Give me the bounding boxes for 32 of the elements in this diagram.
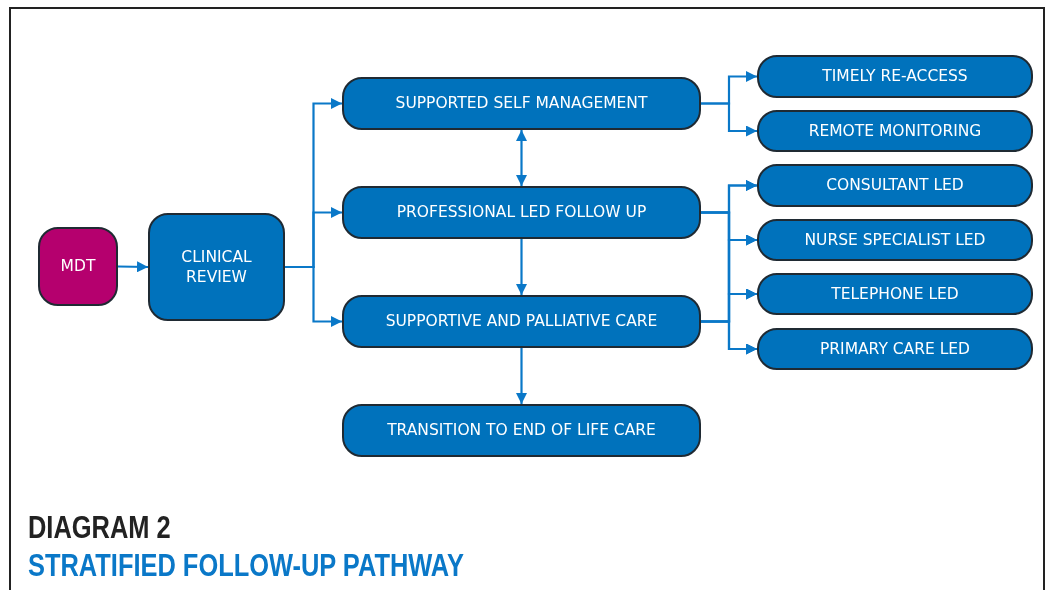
box-label: TRANSITION TO END OF LIFE CARE <box>386 420 657 441</box>
box-label: MDT <box>59 256 97 277</box>
box-label: NURSE SPECIALIST LED <box>803 229 987 251</box>
process-box <box>757 219 1033 261</box>
diagram-title: DIAGRAM 2 <box>28 512 171 543</box>
box-label: TIMELY RE-ACCESS <box>821 66 969 87</box>
process-box <box>757 55 1033 98</box>
box-label: REMOTE MONITORING <box>807 120 983 142</box>
process-box <box>38 227 118 306</box>
box-label: CLINICAL REVIEW <box>180 246 253 288</box>
process-box <box>342 186 701 239</box>
process-box <box>342 295 701 348</box>
box-label: SUPPORTIVE AND PALLIATIVE CARE <box>384 311 659 332</box>
arrow <box>701 320 757 355</box>
process-box <box>148 213 285 321</box>
arrow <box>701 102 757 137</box>
arrow <box>117 261 149 273</box>
process-box <box>757 110 1033 152</box>
process-box <box>757 164 1033 207</box>
box-label: PROFESSIONAL LED FOLLOW UP <box>395 202 648 223</box>
box-label: TELEPHONE LED <box>830 283 960 305</box>
box-label: CONSULTANT LED <box>825 175 965 196</box>
box-label: SUPPORTED SELF MANAGEMENT <box>394 93 649 114</box>
process-box <box>757 328 1033 370</box>
diagram-subtitle: STRATIFIED FOLLOW-UP PATHWAY <box>28 550 464 581</box>
process-box <box>757 273 1033 315</box>
box-label: PRIMARY CARE LED <box>818 338 972 360</box>
arrow <box>516 348 527 404</box>
process-box <box>342 404 701 457</box>
arrow <box>516 130 527 186</box>
process-box <box>342 77 701 130</box>
arrow <box>516 239 527 295</box>
